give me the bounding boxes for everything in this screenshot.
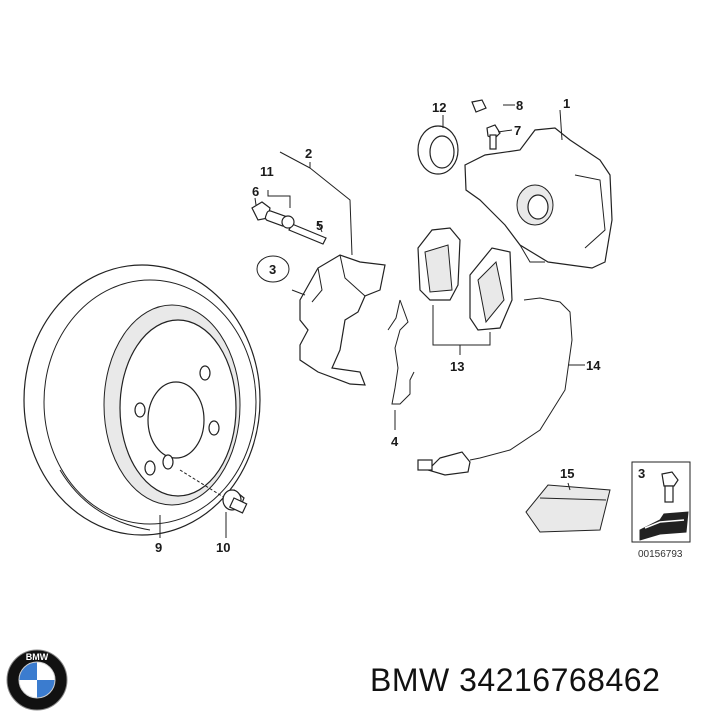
- piston-seal: [417, 125, 459, 175]
- bleeder-valve: [471, 99, 501, 150]
- disc-screw: [179, 469, 248, 514]
- part-number-label: BMW 34216768462: [370, 662, 661, 698]
- callout-3-inset: 3: [638, 466, 645, 481]
- callout-15: 15: [560, 466, 574, 481]
- callout-3: 3: [269, 262, 276, 277]
- callout-14: 14: [586, 358, 601, 373]
- spring-clip: [387, 299, 415, 405]
- caliper-carrier: [299, 254, 386, 386]
- callout-13: 13: [450, 359, 464, 374]
- brake-caliper: [464, 127, 613, 269]
- grease-packet: [525, 484, 611, 533]
- callout-5: 5: [316, 218, 323, 233]
- bmw-logo: BMW: [6, 649, 68, 711]
- reference-number: 00156793: [638, 549, 683, 560]
- callout-1: 1: [563, 96, 570, 111]
- callout-3-circle: 3: [256, 255, 290, 283]
- callout-2: 2: [305, 146, 312, 161]
- callout-11: 11: [260, 164, 274, 179]
- inset-box: [631, 461, 691, 543]
- callout-9: 9: [155, 540, 162, 555]
- guide-bolts: [251, 201, 327, 245]
- callout-8: 8: [516, 98, 523, 113]
- brake-pads: [417, 227, 513, 331]
- bmw-logo-lettering: BMW: [26, 652, 49, 662]
- callout-4: 4: [391, 434, 399, 449]
- callout-7: 7: [514, 123, 521, 138]
- brake-disc: [23, 264, 261, 536]
- callout-6: 6: [252, 184, 259, 199]
- callout-10: 10: [216, 540, 230, 555]
- callout-12: 12: [432, 100, 446, 115]
- leader-lines: [159, 104, 585, 538]
